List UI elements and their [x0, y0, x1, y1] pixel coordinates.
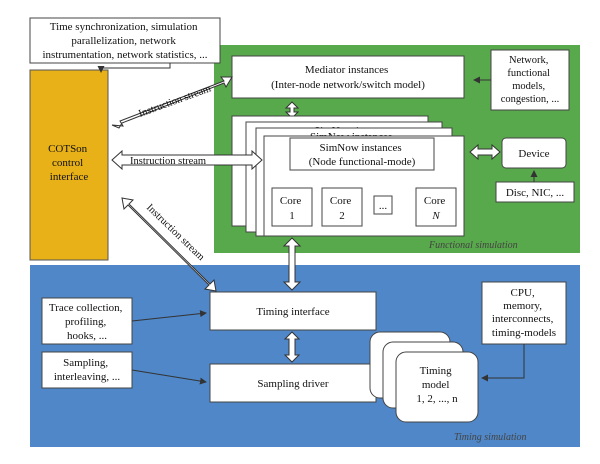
timing-interface-label: Timing interface: [256, 306, 329, 318]
simnow-title-box: [289, 137, 435, 171]
core-ellipsis: ...: [379, 200, 388, 212]
device-box: [501, 137, 567, 169]
top-note-box: [29, 17, 221, 64]
mediator-label: Mediator instances (Inter-node network/s…: [271, 64, 425, 91]
device-note-text: Disc, NIC, ...: [506, 187, 565, 199]
trace-note-text: Trace collection, profiling, hooks, ...: [49, 302, 125, 342]
cpu-note-connector: [481, 344, 525, 382]
trace-note-connector: [131, 310, 207, 322]
timing-model-front: [395, 351, 479, 423]
functional-simulation-label: Functional simulation: [428, 240, 518, 251]
instruction-stream-upper-label: Instruction stream: [137, 83, 212, 119]
core-ellipsis-box: [373, 195, 393, 215]
core-n-box: [415, 187, 457, 227]
instruction-stream-lower-arrow: [121, 197, 217, 292]
top-note-text: Time synchronization, simulation paralle…: [43, 21, 208, 61]
top-note-connector: [97, 63, 171, 73]
core-2-box: [321, 187, 363, 227]
sampling-driver-box: [209, 363, 377, 403]
simnow-device-arrow: [469, 143, 501, 161]
network-note-text: Network, functional models, congestion, …: [501, 55, 560, 105]
sampling-note-connector: [131, 369, 207, 385]
timing-simulation-label: Timing simulation: [454, 432, 527, 443]
interface-driver-arrow: [283, 331, 301, 363]
cotson-label: COTSon control interface: [48, 143, 90, 183]
core-2-label: Core 2: [330, 195, 354, 222]
cotson-control-interface-box: [29, 69, 109, 261]
instruction-stream-upper-arrow: [111, 76, 233, 129]
core-n-label: Core N: [424, 195, 448, 222]
device-label: Device: [518, 148, 549, 160]
timing-model-label: Timing model 1, 2, ..., n: [416, 365, 458, 405]
trace-note-box: [41, 297, 133, 345]
sampling-driver-label: Sampling driver: [257, 378, 329, 390]
simnow-front-label: SimNow instances (Node functional-mode): [309, 142, 416, 168]
cpu-note-text: CPU, memory, interconnects, timing-model…: [492, 287, 556, 339]
instruction-stream-middle-arrow: [111, 149, 263, 171]
simnow-timing-arrow: [282, 237, 302, 291]
mediator-box: [231, 55, 465, 99]
instruction-stream-middle-label: Instruction stream: [130, 156, 206, 167]
core-1-box: [271, 187, 313, 227]
timing-interface-box: [209, 291, 377, 331]
device-note-box: [495, 181, 575, 203]
core-1-label: Core 1: [280, 195, 304, 222]
sampling-note-text: Sampling, interleaving, ...: [54, 357, 121, 383]
instruction-stream-lower-label: Instruction stream: [144, 202, 206, 263]
